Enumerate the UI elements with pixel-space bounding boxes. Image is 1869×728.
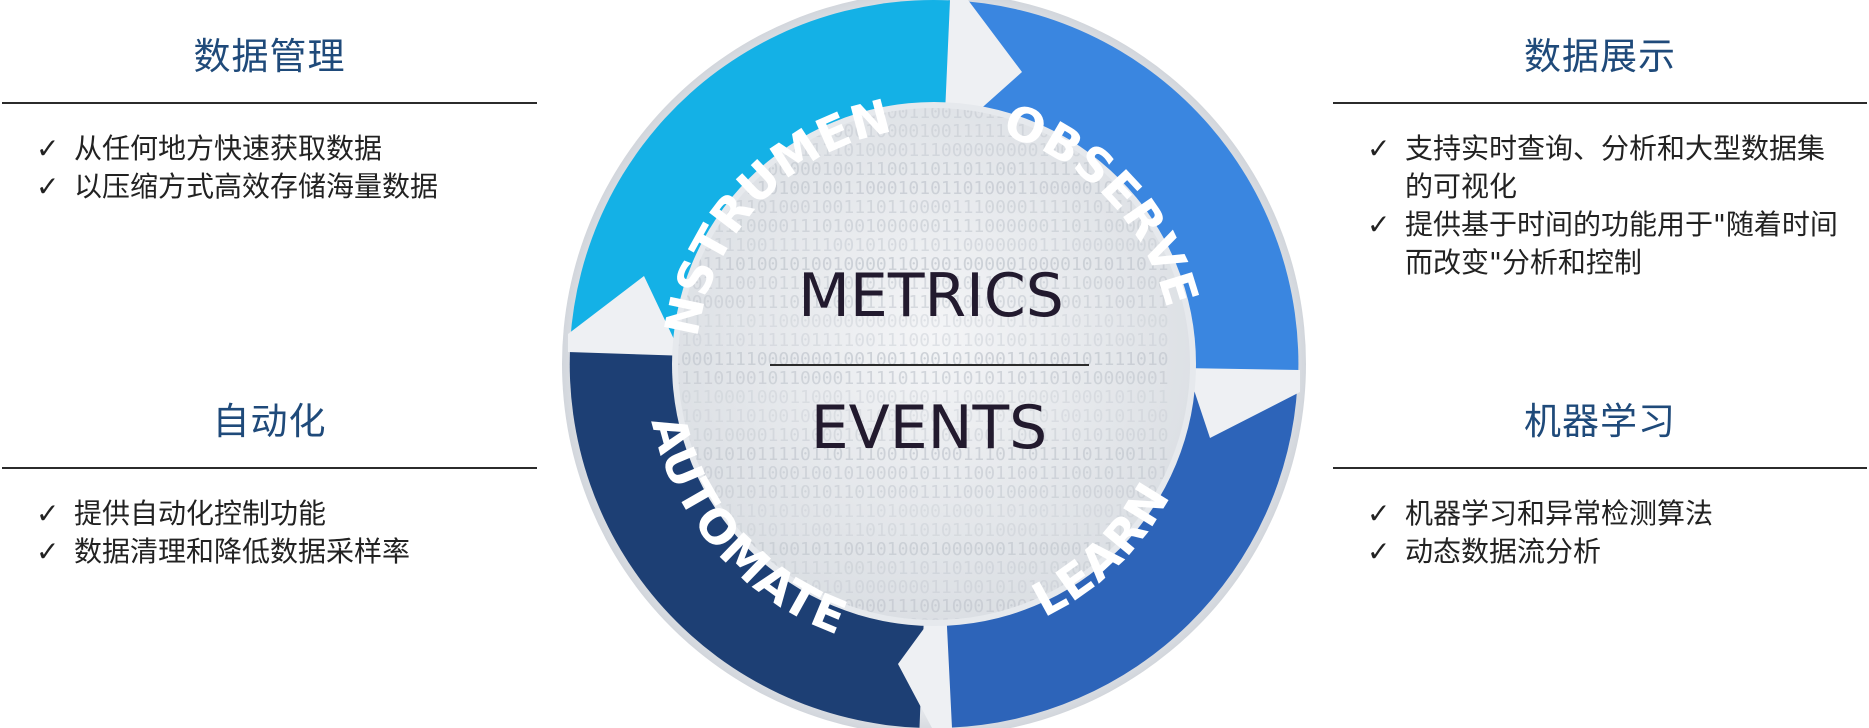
- svg-text:010111010010100100001101001000: 0101110100101001000011010010000010000101…: [670, 254, 1169, 275]
- separator-top: [934, 0, 1022, 364]
- svg-text:101010101111011011100101000111: 1010101011110110111001010001110110111101…: [670, 444, 1169, 465]
- svg-text:100000011110111000111111001010: 1000000111101110001111110010100001100011…: [670, 292, 1169, 313]
- svg-text:101100011010010011000101011010: 1011000110100100110001010110100011000001…: [670, 178, 1169, 199]
- feature-list: ✓ 从任何地方快速获取数据 ✓ 以压缩方式高效存储海量数据: [2, 130, 537, 206]
- svg-text:100110001100101100101000100000: 1001100011001011001010001000000110000011…: [670, 539, 1169, 560]
- svg-text:111010000110100010111111101100: 1110100001101000101111111011001100111010…: [670, 425, 1169, 446]
- list-item: ✓ 支持实时查询、分析和大型数据集的可视化: [1367, 130, 1867, 206]
- center-label-metrics: METRICS: [798, 261, 1064, 331]
- svg-text:101100101011010110100001111000: 1011001010110101101000011110001000011000…: [670, 482, 1169, 503]
- list-item-text: 从任何地方快速获取数据: [74, 132, 383, 165]
- list-item-text: 动态数据流分析: [1405, 535, 1602, 568]
- list-item-text: 提供自动化控制功能: [74, 497, 327, 530]
- svg-text:101110001000001001110011011011: 1011100010000010011100110110110011111110…: [670, 159, 1169, 180]
- svg-text:110111011111011110011100101100: 1101110111110111100111001011001001110110…: [670, 330, 1169, 351]
- list-item-text: 以压缩方式高效存储海量数据: [74, 170, 439, 203]
- svg-text:001111100001110100100000011110: 0011111000011101001000000111100000011011…: [670, 216, 1169, 237]
- panel-title: 数据管理: [193, 35, 346, 78]
- svg-text:110111101001000011100100011011: 1101111010010000111001000110110111010010…: [670, 406, 1169, 427]
- panel-title: 自动化: [212, 400, 327, 443]
- svg-text:000111001011101000010011001011: 0001110010111010000100110010110100011100…: [670, 273, 1169, 294]
- panel-data-management: 数据管理 ✓ 从任何地方快速获取数据 ✓ 以压缩方式高效存储海量数据: [2, 28, 537, 206]
- list-item-text: 支持实时查询、分析和大型数据集的可视化: [1405, 132, 1826, 203]
- svg-text:000000110100010011101100001110: 0000001101000100111011000011100001111010…: [670, 197, 1169, 218]
- separator-left: [568, 276, 934, 364]
- svg-text:000011100111111001010011011000: 0000111001111110010100110110000000111000…: [670, 235, 1169, 256]
- svg-text:011111101100000000000000010000: 0111111011000000000000000100001010111011…: [670, 311, 1169, 332]
- svg-text:100011110000000100100110010100: 1000111100000001001001100101000110100101…: [670, 349, 1169, 370]
- svg-text:101000000011111100100110110100: 1010000000111111001001101101001000101000…: [670, 558, 1169, 579]
- panel-automation: 自动化 ✓ 提供自动化控制功能 ✓ 数据清理和降低数据采样率: [2, 393, 537, 571]
- list-item: ✓ 提供基于时间的功能用于"随着时间而改变"分析和控制: [1367, 206, 1867, 282]
- list-item: ✓ 数据清理和降低数据采样率: [36, 533, 537, 571]
- svg-text:011101101011100111010110101101: 0111011010111001110101101011010000111111…: [670, 520, 1169, 541]
- check-icon: ✓: [36, 132, 60, 165]
- list-item-text: 数据清理和降低数据采样率: [74, 535, 411, 568]
- check-icon: ✓: [36, 497, 60, 530]
- center-label-events: EVENTS: [811, 393, 1047, 463]
- check-icon: ✓: [1367, 535, 1391, 568]
- feature-list: ✓ 提供自动化控制功能 ✓ 数据清理和降低数据采样率: [2, 495, 537, 571]
- separator-right: [934, 364, 1300, 438]
- cycle-diagram: 0100010110011000101000110010011001001001…: [560, 0, 1306, 728]
- list-item-text: 提供基于时间的功能用于"随着时间而改变"分析和控制: [1405, 208, 1838, 279]
- list-item: ✓ 以压缩方式高效存储海量数据: [36, 168, 537, 206]
- list-item: ✓ 从任何地方快速获取数据: [36, 130, 537, 168]
- divider: [2, 102, 537, 104]
- panel-title: 数据展示: [1524, 35, 1676, 78]
- feature-list: ✓ 支持实时查询、分析和大型数据集的可视化 ✓ 提供基于时间的功能用于"随着时间而改…: [1333, 130, 1867, 282]
- check-icon: ✓: [1367, 208, 1391, 241]
- divider: [2, 467, 537, 469]
- list-item: ✓ 机器学习和异常检测算法: [1367, 495, 1867, 533]
- panel-data-display: 数据展示 ✓ 支持实时查询、分析和大型数据集的可视化 ✓ 提供基于时间的功能用于"随…: [1333, 28, 1867, 282]
- divider: [1333, 467, 1867, 469]
- check-icon: ✓: [1367, 132, 1391, 165]
- svg-text:101111110101010111101000010001: 1011111101010101111010000100011010011100…: [670, 501, 1169, 522]
- svg-text:101100010001100011000100111000: 1011000100011000110001001110000100001000…: [670, 387, 1169, 408]
- svg-text:111101001011000011111011101010: 1111010010110000111110111010101101101010…: [670, 368, 1169, 389]
- panel-title: 机器学习: [1524, 400, 1676, 443]
- svg-text:100000110000010111110100010100: 1000001100000101111101000101000010110101…: [670, 615, 1169, 636]
- feature-list: ✓ 机器学习和异常检测算法 ✓ 动态数据流分析: [1333, 495, 1867, 571]
- list-item: ✓ 动态数据流分析: [1367, 533, 1867, 571]
- check-icon: ✓: [1367, 497, 1391, 530]
- check-icon: ✓: [36, 170, 60, 203]
- panel-machine-learning: 机器学习 ✓ 机器学习和异常检测算法 ✓ 动态数据流分析: [1333, 393, 1867, 571]
- list-item-text: 机器学习和异常检测算法: [1405, 497, 1714, 530]
- check-icon: ✓: [36, 535, 60, 568]
- svg-text:000001111000100101000010111100: 0000011110001001010000101111001100111001…: [670, 463, 1169, 484]
- divider: [1333, 102, 1867, 104]
- list-item: ✓ 提供自动化控制功能: [36, 495, 537, 533]
